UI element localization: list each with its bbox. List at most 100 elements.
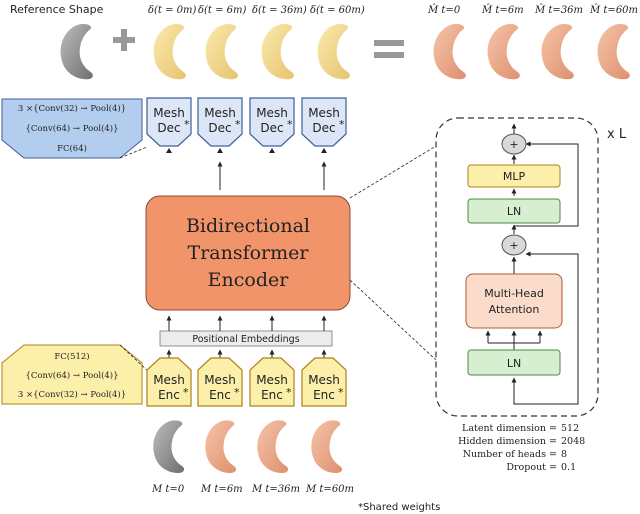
mesh-encoder-2: Mesh Enc * <box>249 357 295 407</box>
mesh-encoder-3: Mesh Enc * <box>301 357 347 407</box>
hyperparam-value-0: 512 <box>561 423 579 434</box>
positional-embeddings: Positional Embeddings <box>159 330 333 347</box>
mesh-decoder-3-line1: Mesh <box>308 106 340 120</box>
output-shape-0 <box>433 24 466 80</box>
multi-head-attention-box: Multi-Head Attention <box>465 273 563 329</box>
output-label-2: M̂ t=36m <box>534 4 583 16</box>
mesh-decoder-1-line1: Mesh <box>204 106 236 120</box>
mesh-encoder-0-star: * <box>183 386 189 399</box>
mesh-decoder-3-line2: Dec <box>312 121 335 135</box>
input-shape-3 <box>311 420 343 473</box>
decoder-input-arrows <box>166 148 327 153</box>
input-shape-0 <box>153 420 185 473</box>
layer-repeat-label: x L <box>607 127 627 142</box>
mesh-encoder-1-line2: Enc <box>209 388 231 402</box>
output-label-3: M̂ t=60m <box>589 4 638 16</box>
mesh-encoder-3-line2: Enc <box>313 388 335 402</box>
reference-shape-label: Reference Shape <box>10 3 104 16</box>
deformation-shape-0 <box>153 24 186 80</box>
residual-add-2: + <box>501 133 527 155</box>
mesh-decoder-1-line2: Dec <box>208 121 231 135</box>
mesh-decoder-3-star: * <box>339 118 345 131</box>
hyperparam-label-0: Latent dimension = <box>462 423 557 434</box>
input-label-1: M t=6m <box>200 484 243 495</box>
input-label-3: M t=60m <box>305 484 354 495</box>
hyperparam-value-1: 2048 <box>561 436 585 447</box>
mesh-decoder-0-line1: Mesh <box>153 106 185 120</box>
mesh-decoder-2-line2: Dec <box>260 121 283 135</box>
mesh-decoder-2: Mesh Dec * <box>249 97 295 147</box>
hyperparam-label-2: Number of heads = <box>463 449 557 460</box>
output-shape-1 <box>487 24 520 80</box>
transformer-to-decoder-arrows <box>217 161 327 190</box>
decoder-spec-line-2: FC(64) <box>57 143 87 154</box>
decoder-spec-line-1: {Conv(64) → Pool(4)} <box>25 123 118 134</box>
transformer-line3: Encoder <box>208 269 290 291</box>
embedding-to-transformer-arrows <box>166 315 327 331</box>
ln-top-box: LN <box>467 198 561 224</box>
ln-top-label: LN <box>507 205 521 218</box>
block-connector-top <box>349 145 437 199</box>
hyperparam-label-1: Hidden dimension = <box>458 436 557 447</box>
mesh-encoder-2-line2: Enc <box>261 388 283 402</box>
equals-sign <box>374 40 404 58</box>
mesh-encoder-1-star: * <box>234 386 240 399</box>
bidirectional-transformer-encoder: Bidirectional Transformer Encoder <box>145 195 351 311</box>
delta-label-1: δ(t = 6m) <box>198 5 247 16</box>
plus-sign <box>113 29 135 51</box>
residual-add-1: + <box>501 234 527 256</box>
encoder-spec-line-0: FC(512) <box>54 351 89 362</box>
mlp-label: MLP <box>503 170 526 183</box>
mesh-encoder-1: Mesh Enc * <box>197 357 243 407</box>
decoder-spec: 3 ×{Conv(32) → Pool(4)} {Conv(64) → Pool… <box>1 98 143 159</box>
output-label-1: M̂ t=6m <box>481 4 524 16</box>
ln-bottom-label: LN <box>507 357 521 370</box>
input-shape-2 <box>257 420 289 473</box>
input-label-0: M t=0 <box>151 484 185 495</box>
mesh-encoder-3-line1: Mesh <box>308 373 340 387</box>
decoder-spec-line-0: 3 ×{Conv(32) → Pool(4)} <box>18 103 126 114</box>
reference-shape <box>60 24 93 80</box>
mesh-decoder-1-star: * <box>235 118 241 131</box>
mesh-decoder-1: Mesh Dec * <box>197 97 243 147</box>
deformation-shape-1 <box>205 24 238 80</box>
mesh-encoder-1-line1: Mesh <box>204 373 236 387</box>
residual-add-2-symbol: + <box>509 138 518 151</box>
mesh-decoder-2-star: * <box>287 118 293 131</box>
transformer-block: x L LN Multi-Head Attenti <box>435 117 627 417</box>
mlp-box: MLP <box>467 164 561 188</box>
encoder-spec-line-2: 3 ×{Conv(32) → Pool(4)} <box>18 389 126 400</box>
deformation-shape-2 <box>261 24 294 80</box>
output-shape-2 <box>541 24 574 80</box>
mesh-encoder-0-line2: Enc <box>158 388 180 402</box>
attention-line1: Multi-Head <box>484 287 544 300</box>
ln-bottom-box: LN <box>467 349 561 376</box>
mesh-encoder-0: Mesh Enc * <box>146 357 192 407</box>
transformer-line1: Bidirectional <box>186 215 310 237</box>
mesh-decoder-3: Mesh Dec * <box>301 97 347 147</box>
deformation-shape-3 <box>317 24 350 80</box>
positional-embeddings-label: Positional Embeddings <box>192 334 299 345</box>
mesh-encoder-2-star: * <box>286 386 292 399</box>
encoder-spec-line-1: {Conv(64) → Pool(4)} <box>25 370 118 381</box>
transformer-line2: Transformer <box>188 242 310 264</box>
shared-weights-footnote: *Shared weights <box>358 502 440 513</box>
residual-add-1-symbol: + <box>509 239 518 252</box>
mesh-decoder-0-line2: Dec <box>157 121 180 135</box>
mesh-decoder-0-star: * <box>184 118 190 131</box>
hyperparameters: Latent dimension = 512 Hidden dimension … <box>458 423 585 473</box>
output-shape-3 <box>597 24 630 80</box>
hyperparam-label-3: Dropout = <box>506 462 557 473</box>
mesh-encoder-0-line1: Mesh <box>153 373 185 387</box>
mesh-encoder-3-star: * <box>338 386 344 399</box>
delta-label-0: δ(t = 0m) <box>148 5 197 16</box>
attention-line2: Attention <box>489 303 540 316</box>
encoder-spec: FC(512) {Conv(64) → Pool(4)} 3 ×{Conv(32… <box>1 344 143 405</box>
encoder-spec-connector <box>119 344 148 371</box>
output-label-0: M̂ t=0 <box>427 4 461 16</box>
block-connector-bottom <box>349 279 437 361</box>
input-shape-1 <box>205 420 237 473</box>
block-main-flow <box>485 154 543 404</box>
hyperparam-value-3: 0.1 <box>561 462 576 473</box>
